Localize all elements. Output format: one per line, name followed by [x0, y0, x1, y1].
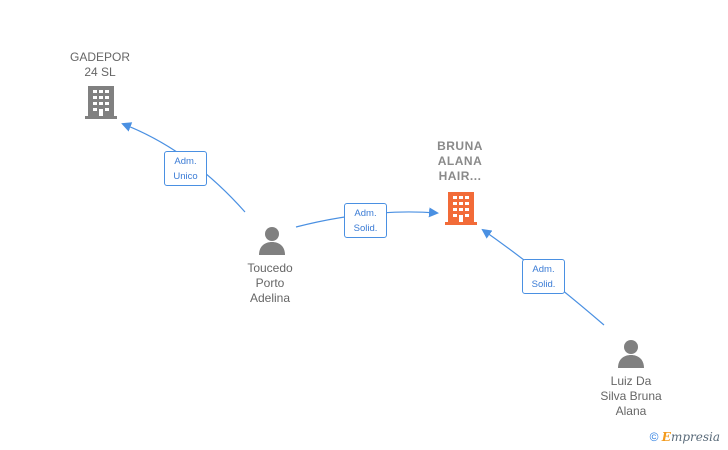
- relation-label-adm-unico[interactable]: Adm. Unico: [164, 151, 207, 186]
- relation-role-line2: Solid.: [531, 279, 556, 290]
- person-icon[interactable]: [256, 224, 288, 256]
- relation-label-adm-solid-toucedo[interactable]: Adm. Solid.: [344, 203, 387, 238]
- relation-role-line1: Adm.: [174, 156, 197, 167]
- relation-role-line2: Unico: [173, 171, 198, 182]
- relation-role-line2: Solid.: [353, 223, 378, 234]
- building-icon[interactable]: [444, 190, 478, 226]
- empresia-watermark: © Empresia: [650, 430, 720, 444]
- person-label-toucedo[interactable]: Toucedo Porto Adelina: [247, 261, 293, 305]
- relation-role-line1: Adm.: [354, 208, 377, 219]
- brand-initial: E: [661, 430, 671, 444]
- person-icon[interactable]: [615, 337, 647, 369]
- copyright-icon: ©: [649, 430, 659, 444]
- relation-role-line1: Adm.: [532, 264, 555, 275]
- brand-name: mpresia: [670, 430, 720, 444]
- company-label-bruna[interactable]: BRUNA ALANA HAIR...: [437, 139, 483, 183]
- person-label-luiz[interactable]: Luiz Da Silva Bruna Alana: [600, 374, 662, 418]
- company-label-gadepor[interactable]: GADEPOR 24 SL: [69, 50, 130, 79]
- building-icon[interactable]: [84, 84, 118, 120]
- relation-label-adm-solid-luiz[interactable]: Adm. Solid.: [522, 259, 565, 294]
